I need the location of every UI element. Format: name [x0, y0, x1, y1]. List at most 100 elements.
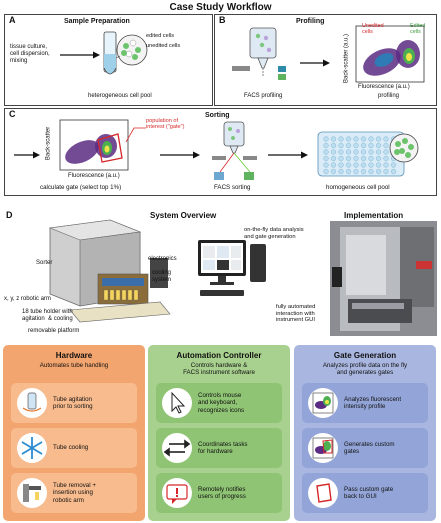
feature-text: Tube agitation prior to sorting	[53, 395, 93, 410]
feature-card: Tube agitation prior to sorting	[11, 383, 137, 423]
well	[353, 136, 359, 142]
well	[330, 149, 337, 155]
well	[360, 162, 367, 168]
well	[338, 155, 344, 162]
well	[368, 162, 374, 168]
well	[360, 155, 367, 162]
arrow-icon	[60, 51, 100, 59]
feature-card: Tube removal + insertion using robotic a…	[11, 473, 137, 513]
panel-a-title: Sample Preparation	[64, 18, 130, 25]
label-electronics: electronics	[148, 256, 177, 262]
panel-c-letter: C	[9, 109, 16, 119]
arrow-icon	[160, 151, 200, 159]
feature-card: Tube cooling	[11, 428, 137, 468]
label-cooling-system: cooling system	[152, 270, 172, 283]
sorter-hardware-illustration	[48, 219, 171, 323]
label-sorter: Sorter	[36, 260, 53, 266]
arrow-icon	[300, 59, 330, 67]
well	[368, 168, 374, 175]
label-robotic-arm: x, y, z robotic arm	[4, 296, 51, 302]
well	[375, 162, 382, 168]
label-data-analysis: on-the-fly data analysis and gate genera…	[244, 227, 304, 240]
panel-b-caption-right: profiling	[378, 93, 400, 99]
well	[353, 142, 359, 149]
well	[375, 142, 382, 149]
profiling-y-axis-label: Back-scatter (a.u.)	[343, 33, 350, 83]
gate-shape-icon	[308, 478, 338, 508]
feature-text: Analyzes fluorescent intensity profile	[344, 395, 402, 410]
tube-agitation-icon	[17, 388, 47, 418]
panel-b-caption-left: FACS profiling	[244, 93, 283, 99]
implementation-title: Implementation	[344, 211, 404, 220]
panel-b-title: Profiling	[296, 18, 325, 25]
alert-message-icon	[162, 478, 192, 508]
label-gui-interaction: fully automated interaction with instrum…	[276, 304, 316, 324]
well	[323, 162, 329, 168]
panel-b-letter: B	[219, 15, 226, 25]
well	[360, 149, 367, 155]
well	[338, 136, 344, 142]
feature-card: Generates custom gates	[302, 428, 428, 468]
well	[368, 149, 374, 155]
page-title: Case Study Workflow	[169, 2, 272, 13]
panel-c-caption-mid: FACS sorting	[214, 184, 251, 191]
gate-density-plot	[59, 119, 129, 171]
label-removable-platform: removable platform	[28, 328, 80, 334]
well	[345, 162, 352, 168]
cursor-icon	[162, 388, 192, 418]
feature-text: Tube cooling	[53, 444, 89, 452]
well	[330, 162, 337, 168]
well	[338, 168, 344, 175]
density-plot-icon	[308, 388, 338, 418]
panel-c-caption-right: homogeneous cell pool	[326, 184, 390, 191]
well	[353, 149, 359, 155]
well	[375, 155, 382, 162]
well	[368, 136, 374, 142]
well	[323, 136, 329, 142]
gated-plot-icon	[308, 433, 338, 463]
well	[323, 168, 329, 175]
well	[338, 162, 344, 168]
well	[323, 155, 329, 162]
well	[345, 136, 352, 142]
unedited-cells-plot-label: Unedited cells	[362, 23, 384, 36]
edited-cells-label: edited cells	[146, 33, 174, 39]
feature-card: Remotely notifies users of progress	[156, 473, 282, 513]
well	[383, 136, 389, 142]
arrow-icon	[268, 151, 308, 159]
facs-sorter-icon	[212, 121, 257, 180]
feature-text: Tube removal + insertion using robotic a…	[53, 481, 96, 504]
well	[353, 155, 359, 162]
gate-label: population of interest ("gate")	[146, 118, 185, 131]
feature-text: Coordinates tasks for hardware	[198, 440, 248, 455]
swap-arrows-icon	[162, 433, 192, 463]
robotic-arm-icon	[17, 478, 47, 508]
feature-card: Coordinates tasks for hardware	[156, 428, 282, 468]
well	[360, 136, 367, 142]
well	[345, 168, 352, 175]
well	[338, 142, 344, 149]
snowflake-icon	[17, 433, 47, 463]
well	[338, 149, 344, 155]
gate-x-axis-label: Fluorescence (a.u.)	[68, 173, 120, 179]
column-title: Gate Generation	[333, 351, 397, 360]
label-tube-holder: 18 tube holder with agitation & cooling	[22, 309, 73, 322]
well	[330, 155, 337, 162]
gate-pointer-line	[125, 127, 146, 143]
feature-text: Generates custom gates	[344, 440, 395, 455]
feature-card: Controls mouse and keyboard, recognizes …	[156, 383, 282, 423]
well	[383, 142, 389, 149]
feature-text: Remotely notifies users of progress	[198, 485, 246, 500]
implementation-photo	[330, 221, 437, 336]
column-title: Automation Controller	[176, 351, 262, 360]
well	[323, 149, 329, 155]
profiling-x-axis-label: Fluorescence (a.u.)	[358, 84, 410, 90]
well	[375, 136, 382, 142]
well	[353, 168, 359, 175]
system-overview-title: System Overview	[150, 211, 217, 220]
well	[383, 149, 389, 155]
tube-icon	[103, 31, 148, 75]
well	[330, 142, 337, 149]
